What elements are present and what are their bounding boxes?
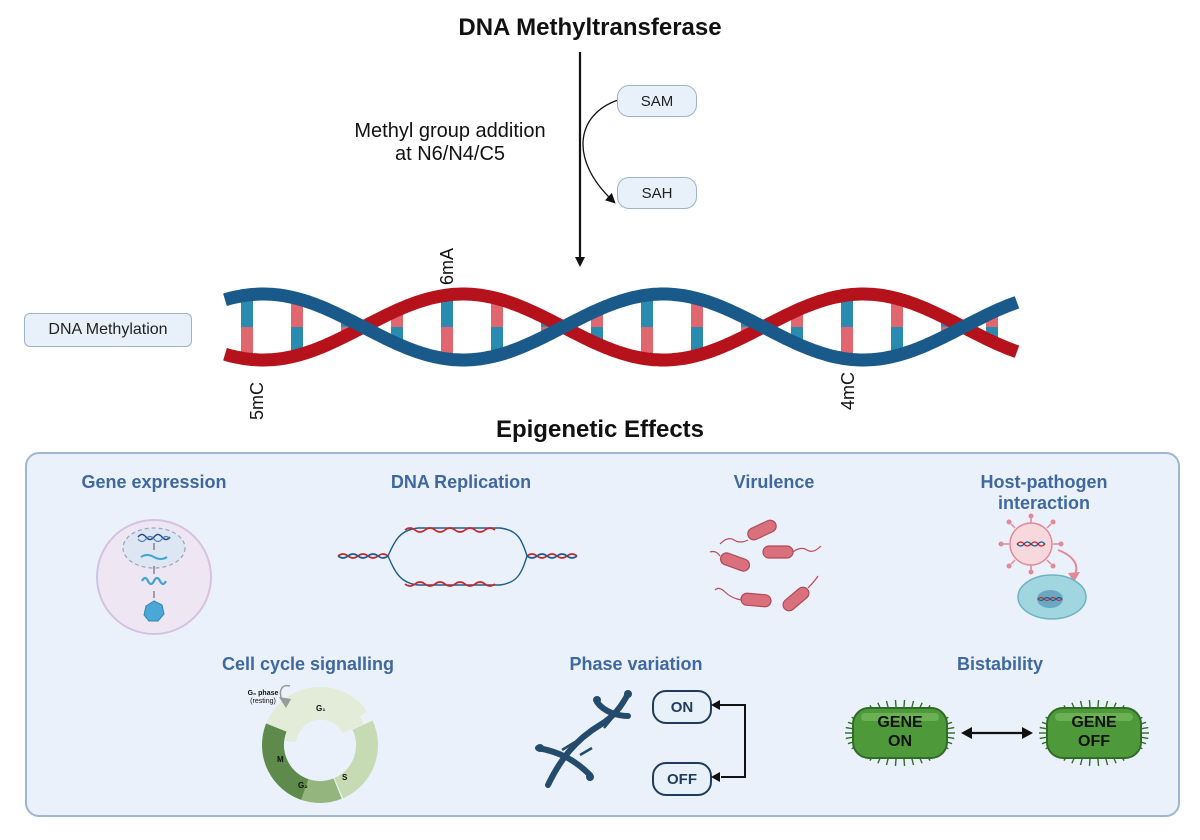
sah-pill: SAH <box>617 177 697 209</box>
pilus <box>894 700 897 709</box>
g2-label: G₂ <box>298 781 308 790</box>
pilus <box>1088 757 1091 766</box>
virulence-title: Virulence <box>733 472 815 492</box>
base-pair-bottom <box>641 327 653 359</box>
enzyme-title: DNA Methyltransferase <box>458 14 722 41</box>
cell-cycle-title: Cell cycle signalling <box>221 654 395 674</box>
gene-on-label: GENE ON <box>864 713 936 751</box>
methylation-arrow <box>575 52 619 267</box>
effects-panel <box>25 452 1180 817</box>
pilus <box>1088 700 1091 709</box>
reaction-label: Methyl group addition at N6/N4/C5 <box>330 120 570 166</box>
base-pair-top <box>841 295 853 327</box>
gene-off-line2: OFF <box>1078 733 1110 750</box>
host-pathogen-line1: Host-pathogen <box>980 472 1108 492</box>
base-pair-top <box>241 295 253 327</box>
dna-double-helix <box>223 287 1020 367</box>
g0-resting-text: (resting) <box>250 698 276 705</box>
gene-off-label: GENE OFF <box>1058 713 1130 751</box>
pilus <box>903 757 906 766</box>
gene-off-line1: GENE <box>1071 714 1117 731</box>
host-pathogen-title: Host-pathogen interaction <box>944 472 1144 514</box>
g0-phase-text: G₀ phase <box>247 690 279 697</box>
sam-pill: SAM <box>617 85 697 117</box>
cell-highlight <box>1055 713 1133 721</box>
pilus <box>903 700 906 709</box>
reaction-label-line1: Methyl group addition <box>354 120 546 142</box>
base-pair-bottom <box>241 327 253 359</box>
phase-variation-title: Phase variation <box>569 654 703 674</box>
gene-on-line2: ON <box>888 733 912 750</box>
base-pair-bottom <box>441 327 453 359</box>
g0-phase-label: G₀ phase (resting) <box>246 690 280 706</box>
gene-on-line1: GENE <box>877 714 923 731</box>
effects-title: Epigenetic Effects <box>495 416 705 443</box>
phase-off-pill: OFF <box>652 762 712 796</box>
s-label: S <box>342 773 348 782</box>
pilus <box>1097 757 1100 766</box>
dna-methylation-label: DNA Methylation <box>24 313 192 347</box>
pilus <box>894 757 897 766</box>
host-pathogen-line2: interaction <box>997 493 1090 513</box>
dna-strand-blue <box>223 287 1020 367</box>
reaction-label-line2: at N6/N4/C5 <box>394 143 506 165</box>
g1-label: G₁ <box>316 704 326 713</box>
bistability-title: Bistability <box>956 654 1044 674</box>
base-pair-top <box>641 295 653 327</box>
m-label: M <box>277 755 284 764</box>
gene-expression-title: Gene expression <box>81 472 227 492</box>
base-pair-bottom <box>841 327 853 359</box>
base-pair-top <box>441 295 453 327</box>
cell-highlight <box>861 713 939 721</box>
phase-on-pill: ON <box>652 690 712 724</box>
pilus <box>1097 700 1100 709</box>
dna-replication-title: DNA Replication <box>390 472 532 492</box>
